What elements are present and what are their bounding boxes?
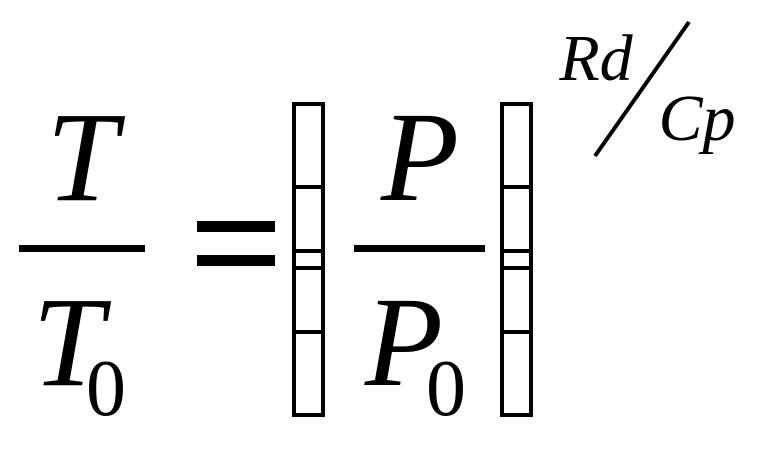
exponent-fraction: Rd Cp	[558, 20, 736, 158]
rhs-denominator-subscript: 0	[426, 345, 466, 433]
exponent-denominator: Cp	[658, 82, 735, 155]
right-bracket	[500, 102, 533, 417]
rhs-fraction-bar	[354, 245, 485, 252]
rhs-denominator: P	[364, 271, 443, 413]
lhs-denominator-subscript: 0	[86, 345, 126, 433]
exponent-slash	[593, 20, 691, 158]
left-bracket	[292, 102, 325, 417]
rhs-numerator: P	[380, 86, 459, 228]
lhs-fraction: T T 0	[19, 86, 145, 433]
rhs-fraction: P P 0	[354, 86, 485, 433]
lhs-denominator: T	[32, 271, 111, 413]
exponent-numerator: Rd	[558, 22, 633, 95]
equals-sign	[197, 221, 275, 266]
lhs-numerator: T	[46, 86, 125, 228]
lhs-fraction-bar	[19, 245, 145, 252]
